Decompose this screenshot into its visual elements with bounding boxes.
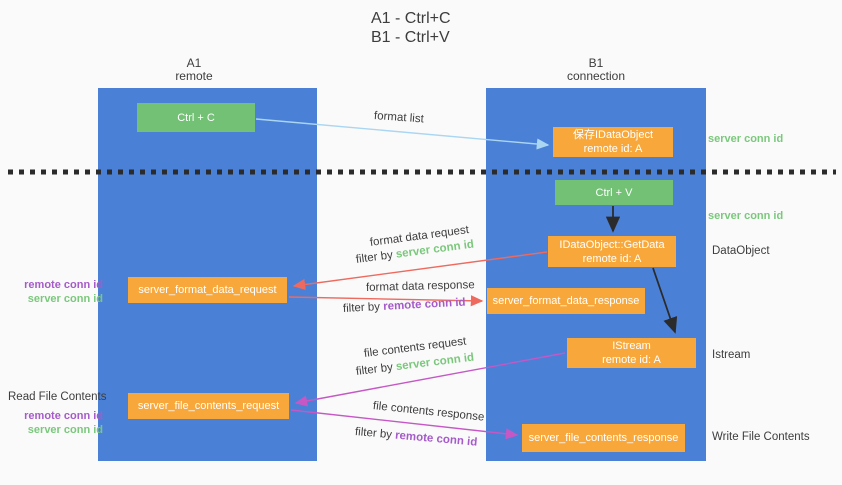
node-istream-line1: IStream (612, 340, 651, 352)
label-server-conn-id-left-1: server conn id (27, 293, 103, 305)
node-idataobject-getdata-line1: IDataObject::GetData (559, 238, 665, 251)
node-server-file-contents-response: server_file_contents_response (522, 424, 685, 452)
column-b1-title: B1 (588, 56, 604, 70)
label-format-list: format list (373, 110, 425, 126)
filter-by-text: filter by (355, 361, 397, 378)
node-server-format-data-response: server_format_data_response (487, 288, 645, 314)
node-idataobject-getdata: IDataObject::GetData remote id: A (548, 236, 676, 267)
filter-by-text: filter by (342, 300, 384, 315)
node-server-file-contents-request-label: server_file_contents_request (137, 400, 280, 412)
title-line-1: A1 - Ctrl+C (371, 10, 451, 27)
node-ctrl-v: Ctrl + V (555, 180, 673, 205)
label-write-file-contents: Write File Contents (712, 431, 810, 443)
label-server-conn-id-mid: server conn id (708, 210, 784, 222)
server-conn-id-text: server conn id (395, 351, 475, 374)
column-a1-header: A1 remote (124, 57, 264, 83)
node-server-format-data-request: server_format_data_request (128, 277, 287, 303)
label-server-conn-id-top: server conn id (708, 133, 784, 145)
column-a1-title: A1 (186, 56, 202, 70)
node-server-format-data-request-label: server_format_data_request (138, 284, 277, 296)
remote-conn-id-text: remote conn id (394, 429, 478, 449)
title-line-2: B1 - Ctrl+V (371, 29, 450, 46)
node-istream-line2: remote id: A (602, 354, 661, 366)
label-remote-conn-id-left-2: remote conn id (24, 410, 103, 422)
remote-conn-id-text: remote conn id (382, 296, 466, 313)
node-save-idataobject-line1: 保存IDataObject (572, 129, 654, 141)
node-save-idataobject-line2: remote id: A (583, 143, 643, 155)
filter-by-text: filter by (354, 426, 396, 442)
label-filter-by-remote-conn-id-1: filter by remote conn id (343, 297, 466, 315)
node-ctrl-v-label: Ctrl + V (595, 186, 633, 199)
node-ctrl-c: Ctrl + C (137, 103, 255, 132)
node-istream: IStream remote id: A (567, 338, 696, 368)
node-save-idataobject: 保存IDataObject remote id: A (553, 127, 673, 157)
label-remote-conn-id-left-1: remote conn id (24, 279, 103, 291)
column-b1-subtitle: connection (566, 69, 626, 83)
filter-by-text: filter by (355, 248, 397, 266)
label-file-contents-response: file contents response (372, 400, 485, 424)
label-read-file-contents: Read File Contents (8, 391, 107, 403)
node-server-file-contents-response-label: server_file_contents_response (528, 432, 679, 444)
node-idataobject-getdata-line2: remote id: A (582, 252, 642, 265)
column-a1-subtitle: remote (175, 69, 213, 83)
label-istream: Istream (712, 349, 751, 361)
node-server-format-data-response-label: server_format_data_response (492, 295, 640, 307)
node-ctrl-c-label: Ctrl + C (177, 111, 215, 124)
label-dataobject: DataObject (712, 245, 770, 257)
node-server-file-contents-request: server_file_contents_request (128, 393, 289, 419)
label-filter-by-remote-conn-id-2: filter by remote conn id (354, 426, 477, 449)
diagram-title: A1 - Ctrl+C B1 - Ctrl+V (371, 9, 451, 47)
label-format-data-response: format data response (365, 279, 475, 294)
column-b1-header: B1 connection (526, 57, 666, 83)
label-server-conn-id-left-2: server conn id (27, 424, 103, 436)
